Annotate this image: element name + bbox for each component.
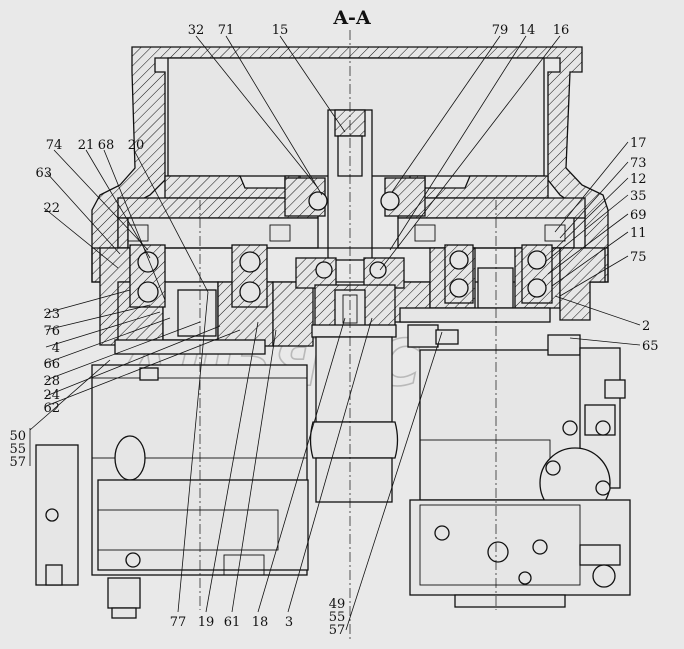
callouts-top: 32 71 15 79 14 16 [188,23,570,38]
callout-label: 62 [43,401,60,416]
callout-label: 55 [329,610,346,625]
callout-label: 73 [630,156,647,171]
central-coupling [295,257,405,338]
callout-label: 32 [188,23,205,38]
callout-label: 75 [630,250,647,265]
callout-label: 3 [285,615,293,630]
center-pump [309,336,399,503]
callout-label: 79 [492,23,509,38]
leader-lines [29,35,641,631]
callout-label: 4 [52,341,60,356]
callout-label: 18 [252,615,269,630]
callout-label: 12 [630,172,647,187]
callouts-left: 74 21 68 20 63 22 23 76 4 66 28 24 62 [35,138,144,416]
callout-label: 68 [98,138,115,153]
callout-label: 66 [43,357,60,372]
callout-label: 77 [170,615,187,630]
callout-label: 24 [43,388,60,403]
callout-label: 20 [128,138,145,153]
callout-label: 61 [224,615,241,630]
callout-label: 63 [35,166,52,181]
left-bearings [129,244,268,308]
callouts-bottom: 77 19 61 18 3 [170,615,293,630]
callout-label: 69 [630,208,647,223]
center-axes [199,30,497,640]
callout-label: 55 [9,442,26,457]
section-title: A-A [332,7,371,29]
callout-label: 57 [9,455,26,470]
callout-label: 16 [553,23,570,38]
right-bearings [444,244,553,304]
callout-label: 17 [630,136,647,151]
callout-stack-bottom: 49 55 57 [329,597,346,638]
callouts-right: 17 73 12 35 69 11 75 2 65 [630,136,659,354]
callout-stack-left: 50 55 57 [9,429,26,470]
callout-label: 65 [642,339,659,354]
right-pump [407,324,631,608]
callout-label: 2 [642,319,650,334]
callout-label: 50 [9,429,26,444]
callout-label: 57 [329,623,346,638]
gear-plate [91,217,609,283]
callout-label: 19 [198,615,215,630]
left-pump [35,339,309,619]
callout-label: 23 [43,307,60,322]
callout-label: 35 [630,189,647,204]
callout-label: 76 [43,324,60,339]
callout-label: 22 [43,201,60,216]
callout-label: 28 [43,374,60,389]
callout-label: 11 [630,226,647,241]
callout-label: 49 [329,597,346,612]
callout-label: 21 [78,138,95,153]
callout-label: 74 [46,138,63,153]
callout-label: 15 [272,23,289,38]
callout-label: 71 [218,23,235,38]
callout-label: 14 [519,23,536,38]
